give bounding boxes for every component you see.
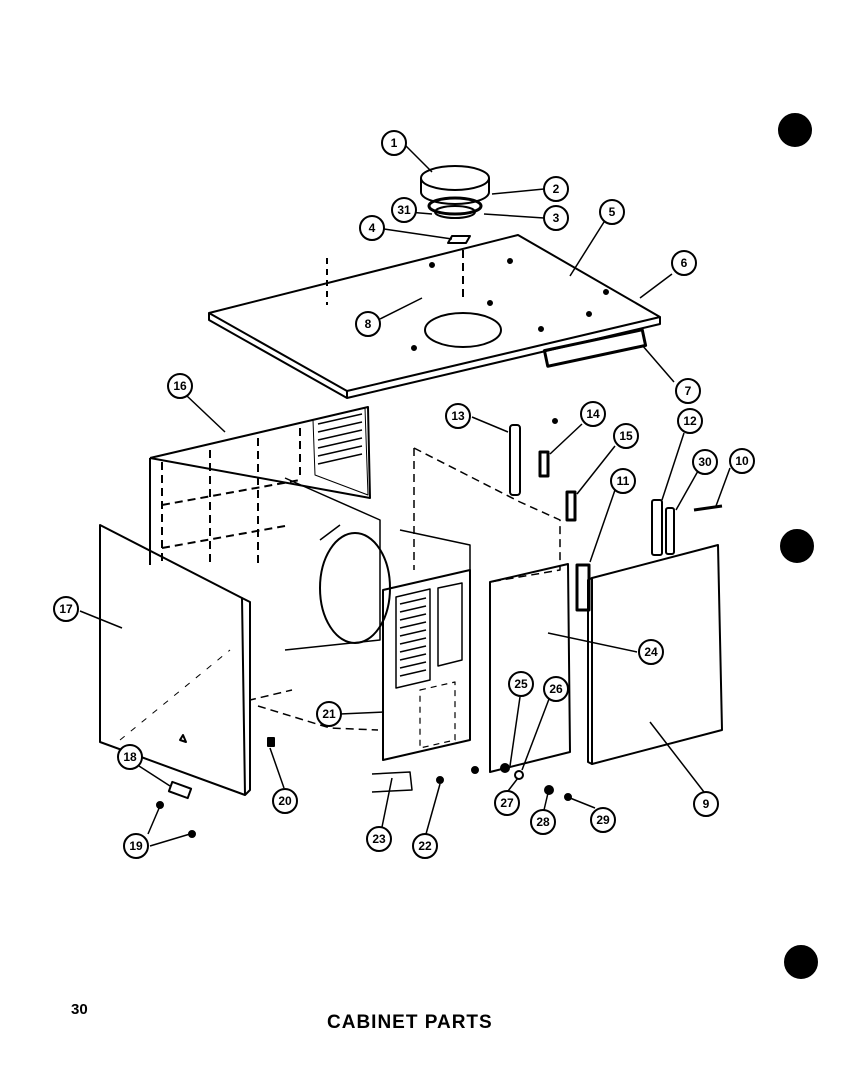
svg-text:29: 29 (596, 813, 610, 827)
svg-text:17: 17 (59, 602, 73, 616)
rail-b-drawing (665, 507, 675, 555)
callout: 17 (53, 596, 79, 622)
callout: 30 (692, 449, 718, 475)
callout: 1 (381, 130, 407, 156)
callout: 8 (355, 311, 381, 337)
page-number: 30 (71, 1001, 88, 1018)
callout: 23 (366, 826, 392, 852)
svg-text:6: 6 (681, 256, 688, 270)
callout: 26 (543, 676, 569, 702)
svg-text:30: 30 (698, 455, 712, 469)
svg-text:13: 13 (451, 409, 465, 423)
svg-text:18: 18 (123, 750, 137, 764)
fan-housing-drawing (249, 477, 471, 731)
svg-text:20: 20 (278, 794, 292, 808)
binder-hole-top (778, 113, 812, 147)
svg-text:22: 22 (418, 839, 432, 853)
svg-text:16: 16 (173, 379, 187, 393)
spring-b-drawing (565, 490, 577, 522)
callout: 11 (610, 468, 636, 494)
callout: 22 (412, 833, 438, 859)
screw-10-drawing (693, 504, 723, 512)
svg-text:10: 10 (735, 454, 749, 468)
filter-panel-drawing (489, 563, 571, 773)
svg-text:31: 31 (397, 203, 411, 217)
svg-text:19: 19 (129, 839, 143, 853)
access-panel-drawing (587, 544, 723, 765)
callout: 2 (543, 176, 569, 202)
motor-drawing (420, 165, 490, 219)
front-grille-panel-drawing (371, 569, 471, 793)
svg-text:27: 27 (500, 796, 514, 810)
partition-drawing (413, 447, 561, 598)
svg-text:4: 4 (369, 221, 376, 235)
svg-text:21: 21 (322, 707, 336, 721)
callout: 31 (391, 197, 417, 223)
callout: 12 (677, 408, 703, 434)
svg-text:24: 24 (644, 645, 658, 659)
callout: 10 (729, 448, 755, 474)
callout: 24 (638, 639, 664, 665)
svg-text:7: 7 (685, 384, 692, 398)
callout: 27 (494, 790, 520, 816)
svg-text:8: 8 (365, 317, 372, 331)
callout: 9 (693, 791, 719, 817)
callout: 19 (123, 833, 149, 859)
callout: 20 (272, 788, 298, 814)
callout: 13 (445, 403, 471, 429)
svg-text:28: 28 (536, 815, 550, 829)
tube-drawing (509, 424, 521, 496)
leader-lines (79, 145, 731, 847)
callout: 28 (530, 809, 556, 835)
rail-a-drawing (651, 499, 663, 556)
svg-text:5: 5 (609, 205, 616, 219)
spring-a-drawing (538, 450, 550, 478)
binder-hole-middle (780, 529, 814, 563)
top-panel-drawing (208, 234, 661, 399)
svg-text:2: 2 (553, 182, 560, 196)
part-callouts: 1 2 31 3 4 5 6 8 7 16 13 14 15 12 30 10 … (53, 130, 755, 859)
callout: 29 (590, 807, 616, 833)
svg-text:1: 1 (391, 136, 398, 150)
callout: 14 (580, 401, 606, 427)
callout: 6 (671, 250, 697, 276)
callout: 7 (675, 378, 701, 404)
svg-text:3: 3 (553, 211, 560, 225)
svg-text:15: 15 (619, 429, 633, 443)
callout: 16 (167, 373, 193, 399)
svg-text:9: 9 (703, 797, 710, 811)
callout: 25 (508, 671, 534, 697)
svg-text:14: 14 (586, 407, 600, 421)
callout: 21 (316, 701, 342, 727)
svg-text:25: 25 (514, 677, 528, 691)
svg-text:26: 26 (549, 682, 563, 696)
callout: 5 (599, 199, 625, 225)
callout: 15 (613, 423, 639, 449)
callout: 18 (117, 744, 143, 770)
rear-frame-drawing (149, 406, 371, 565)
page-title: CABINET PARTS (327, 1012, 493, 1033)
svg-text:11: 11 (617, 474, 630, 488)
binder-hole-bottom (784, 945, 818, 979)
side-panel-drawing (99, 524, 251, 796)
callout: 4 (359, 215, 385, 241)
svg-text:23: 23 (372, 832, 386, 846)
svg-text:12: 12 (683, 414, 697, 428)
callout: 3 (543, 205, 569, 231)
clip-drawing (167, 780, 193, 800)
